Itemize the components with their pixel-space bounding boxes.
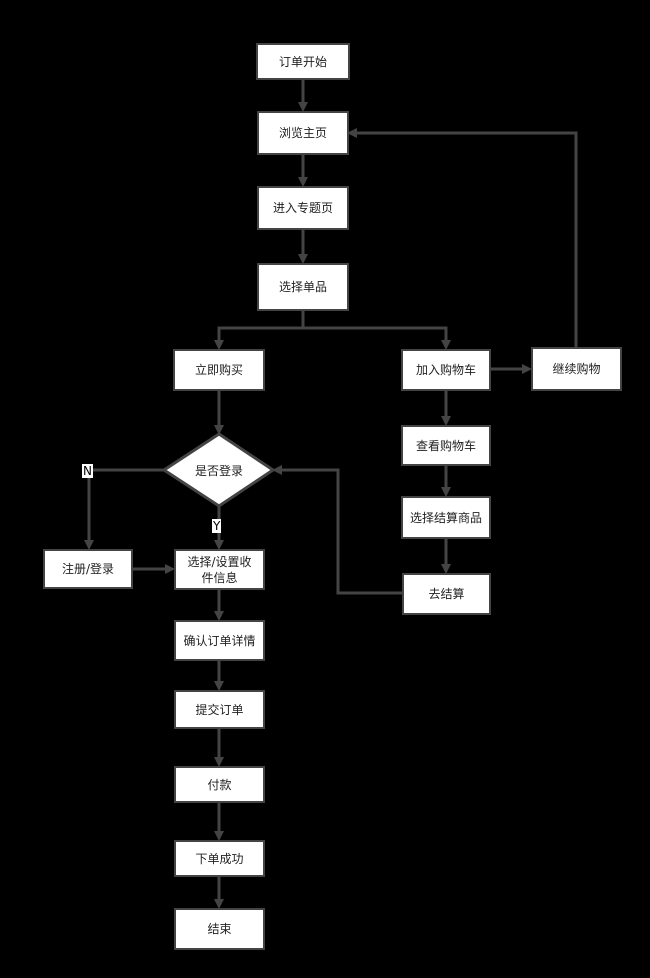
node-continue-shopping: 继续购物 bbox=[531, 347, 622, 391]
edge-label-yes: Y bbox=[212, 519, 222, 533]
edge-select-to-cart bbox=[303, 326, 451, 350]
edge-continue-to-browse bbox=[347, 128, 578, 347]
node-pay: 付款 bbox=[174, 766, 265, 803]
node-set-address-line2: 件信息 bbox=[201, 570, 238, 585]
node-enter-topic: 进入专题页 bbox=[257, 186, 349, 230]
node-end: 结束 bbox=[174, 908, 265, 950]
node-register-login: 注册/登录 bbox=[43, 549, 133, 589]
edge-label-no: N bbox=[82, 464, 93, 478]
edge-login-no bbox=[84, 468, 164, 550]
node-submit-order: 提交订单 bbox=[174, 690, 265, 729]
node-order-start: 订单开始 bbox=[256, 43, 350, 80]
node-add-cart: 加入购物车 bbox=[401, 349, 491, 391]
node-select-checkout-items: 选择结算商品 bbox=[401, 496, 491, 539]
node-view-cart: 查看购物车 bbox=[401, 425, 491, 466]
node-select-item: 选择单品 bbox=[257, 263, 349, 311]
node-order-success: 下单成功 bbox=[174, 840, 265, 877]
node-checkout: 去结算 bbox=[402, 573, 491, 615]
node-confirm-order: 确认订单详情 bbox=[174, 620, 265, 661]
node-set-address: 选择/设置收 件信息 bbox=[174, 549, 265, 590]
edge-checkout-to-login-check bbox=[272, 465, 402, 595]
node-is-logged-in-label: 是否登录 bbox=[194, 463, 243, 478]
login-check-diamond bbox=[161, 432, 276, 508]
node-buy-now: 立即购买 bbox=[173, 349, 265, 391]
node-set-address-line1: 选择/设置收 bbox=[187, 554, 252, 569]
edge-select-split bbox=[214, 311, 305, 350]
node-browse-home: 浏览主页 bbox=[257, 111, 349, 155]
